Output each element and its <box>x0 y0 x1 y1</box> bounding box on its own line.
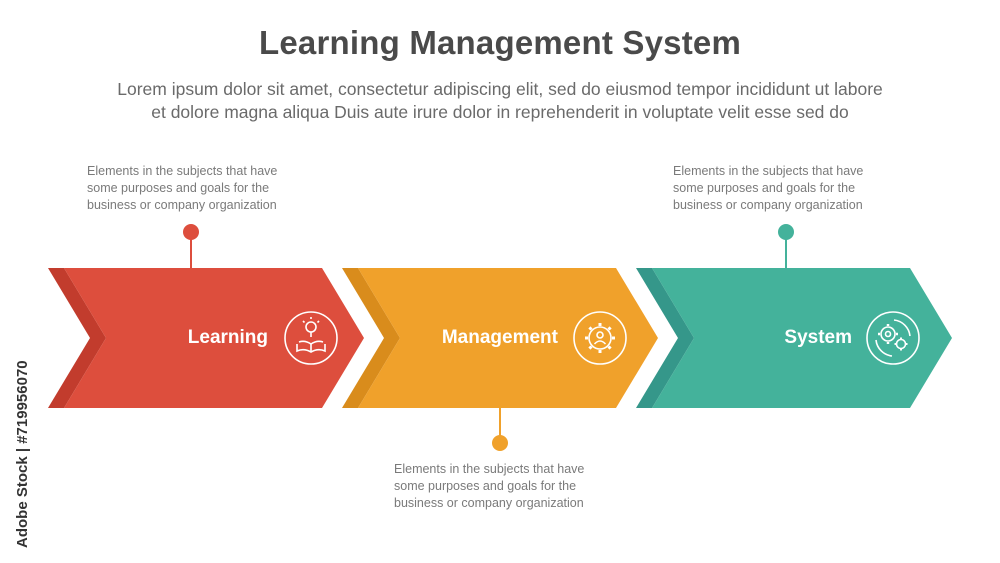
note-line: business or company organization <box>394 496 584 510</box>
gears-cycle-icon <box>866 311 920 365</box>
page-subtitle: Lorem ipsum dolor sit amet, consectetur … <box>40 78 960 124</box>
stock-watermark-tag: Adobe Stock | #719956070 <box>14 360 31 548</box>
step-system-chevron <box>652 268 952 408</box>
step-learning-shadow <box>48 268 106 408</box>
step-learning-chevron <box>64 268 364 408</box>
note-line: Elements in the subjects that have <box>87 164 278 178</box>
subtitle-line-1: Lorem ipsum dolor sit amet, consectetur … <box>117 79 883 99</box>
step-management-shadow <box>342 268 400 408</box>
subtitle-line-2: et dolore magna aliqua Duis aute irure d… <box>151 102 849 122</box>
step-management-chevron <box>358 268 658 408</box>
step-learning: Learning <box>48 224 364 408</box>
note-line: some purposes and goals for the <box>673 181 856 195</box>
note-system: Elements in the subjects that have some … <box>673 163 913 214</box>
book-lightbulb-icon <box>284 311 338 365</box>
note-line: Elements in the subjects that have <box>394 462 585 476</box>
note-learning: Elements in the subjects that have some … <box>87 163 327 214</box>
note-line: some purposes and goals for the <box>394 479 577 493</box>
step-system: System <box>636 224 952 408</box>
step-system-shadow <box>636 268 694 408</box>
step-management-label: Management <box>442 327 559 348</box>
step-learning-pin <box>183 224 199 240</box>
note-line: business or company organization <box>87 198 277 212</box>
step-management: Management <box>342 268 658 451</box>
gear-person-icon <box>573 311 627 365</box>
note-line: Elements in the subjects that have <box>673 164 864 178</box>
note-line: business or company organization <box>673 198 863 212</box>
page-title: Learning Management System <box>259 24 741 61</box>
note-management: Elements in the subjects that have some … <box>394 461 634 512</box>
note-line: some purposes and goals for the <box>87 181 270 195</box>
step-system-label: System <box>784 327 852 348</box>
step-learning-label: Learning <box>188 327 268 348</box>
step-system-pin <box>778 224 794 240</box>
step-management-pin <box>492 435 508 451</box>
